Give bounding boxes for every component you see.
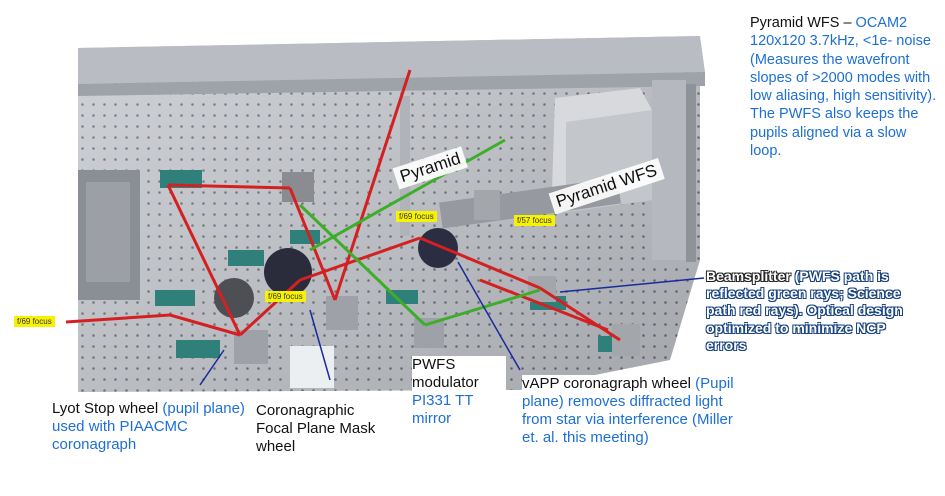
focus-tag: f/57 focus [514,215,555,226]
pwfs-modulator-label: PWFS modulator PI331 TT mirror [412,356,506,428]
focus-tag: f/69 focus [14,316,55,327]
cfpm-label: Coronagraphic Focal Plane Mask wheel [256,402,378,456]
pwfs-rays [298,138,541,327]
pwfs-note-title: Pyramid WFS – [750,15,856,31]
leader-lines [199,261,705,386]
vapp-wheel [418,228,458,268]
pwfs-note: Pyramid WFS – OCAM2 120x120 3.7kHz, <1e-… [750,14,940,160]
lyot-desc: (pupil plane) used with PIAACMC coronagr… [52,400,245,453]
vapp-title: vAPP coronagraph wheel [522,375,691,392]
beamsplitter-title: Beamsplitter [706,268,791,284]
vapp-label: vAPP coronagraph wheel (Pupil plane) rem… [522,375,738,447]
overhead-frame [78,36,705,84]
lyot-stop-wheel [214,278,254,318]
beamsplitter-note: Beamsplitter (PWFS path is reflected gre… [706,268,926,354]
fpm-wheel [264,248,312,296]
focus-tag: f/69 focus [396,211,437,222]
vapp-desc: (Pupil plane) removes diffracted light f… [522,375,734,446]
focus-tag: f/69 focus [265,291,306,302]
lyot-title: Lyot Stop wheel [52,400,163,417]
beamsplitter-body: (PWFS path is reflected green rays; Scie… [706,268,903,353]
lyot-label: Lyot Stop wheel (pupil plane) used with … [52,400,252,454]
science-rays [65,69,621,342]
pwfs-note-body: OCAM2 120x120 3.7kHz, <1e- noise (Measur… [750,15,937,159]
pwfs-modulator-desc: PI331 TT mirror [412,392,474,427]
pwfs-modulator-title: PWFS modulator [412,356,479,391]
